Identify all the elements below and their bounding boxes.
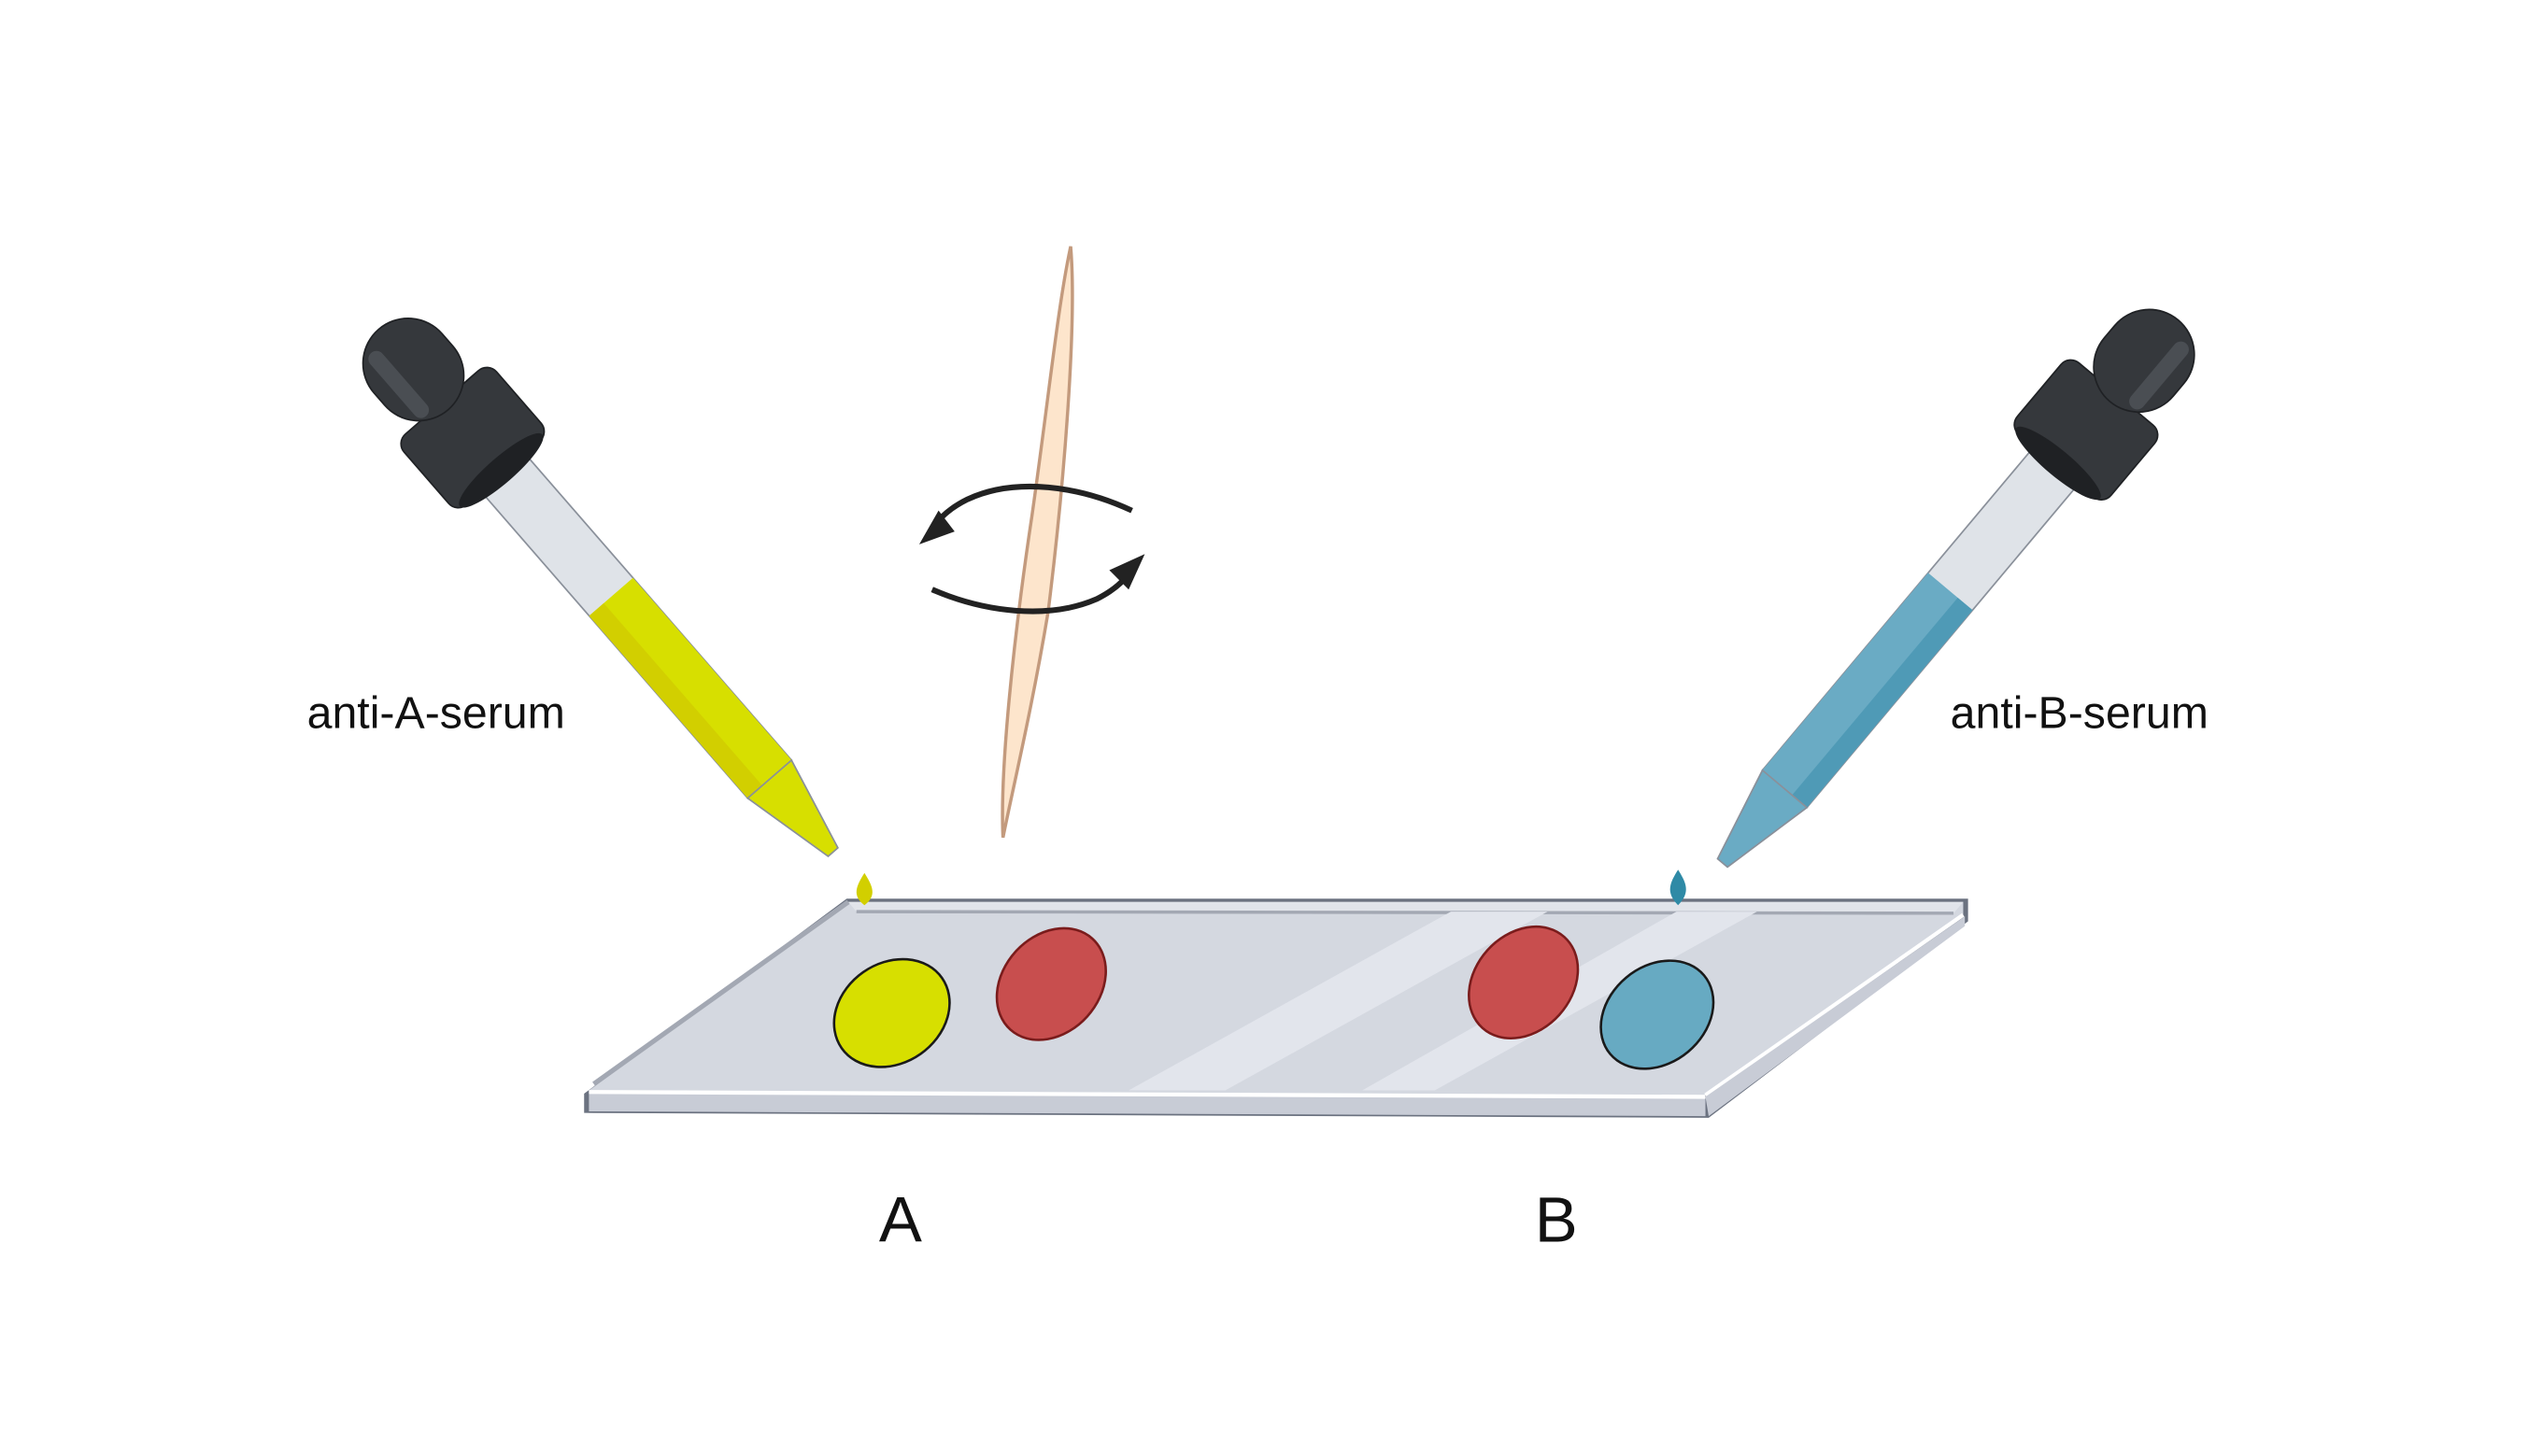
- slide-glare: [1129, 912, 1548, 1091]
- slide-back-line: [856, 910, 1954, 915]
- dropper-b-liquid: [1762, 573, 1973, 808]
- glass-slide: [584, 898, 1968, 1118]
- rotation-arrows: [918, 484, 1145, 615]
- dropper-a-bulb: [362, 318, 465, 422]
- slide-left-rim: [592, 899, 850, 1086]
- dropper-anti-a: [362, 318, 839, 858]
- drop-blood-a: [995, 926, 1107, 1041]
- slide-right-highlight: [1704, 912, 1965, 1097]
- arrow-lower-curve: [930, 572, 1131, 615]
- label-anti-a-serum: anti-A-serum: [307, 688, 565, 739]
- slide-front-highlight: [589, 1090, 1706, 1099]
- dropper-anti-b: [1716, 308, 2195, 869]
- dropper-b-bulb: [2093, 308, 2195, 414]
- droplet-b: [1669, 869, 1686, 906]
- dropper-b-bulb-highlight: [2129, 341, 2189, 410]
- label-well-b: B: [1535, 1184, 1578, 1256]
- label-well-a: A: [879, 1184, 922, 1256]
- dropper-b-tip: [1716, 769, 1809, 869]
- drop-anti-b-serum: [1599, 959, 1715, 1070]
- droplet-a: [856, 872, 873, 906]
- label-anti-b-serum: anti-B-serum: [1951, 688, 2208, 739]
- dropper-a-liquid: [589, 577, 792, 799]
- dropper-a-liquid-shade: [589, 602, 762, 799]
- slide-drops: [832, 925, 1715, 1070]
- toothpick: [1001, 246, 1074, 839]
- arrow-lower-head: [1109, 554, 1145, 590]
- drop-blood-b: [1468, 925, 1580, 1040]
- arrow-upper-head: [918, 510, 955, 544]
- toothpick-body: [1001, 246, 1074, 839]
- arrow-upper-curve: [932, 484, 1133, 527]
- dropper-a-cap-rim: [459, 432, 544, 508]
- dropper-b-liquid-shade: [1792, 597, 1973, 808]
- dropper-a-bulb-highlight: [368, 350, 430, 418]
- drop-anti-a-serum: [832, 957, 951, 1068]
- dropper-b-cap-rim: [2015, 426, 2101, 501]
- dropper-a-tip: [746, 758, 839, 858]
- slide-right-face: [1705, 916, 1966, 1117]
